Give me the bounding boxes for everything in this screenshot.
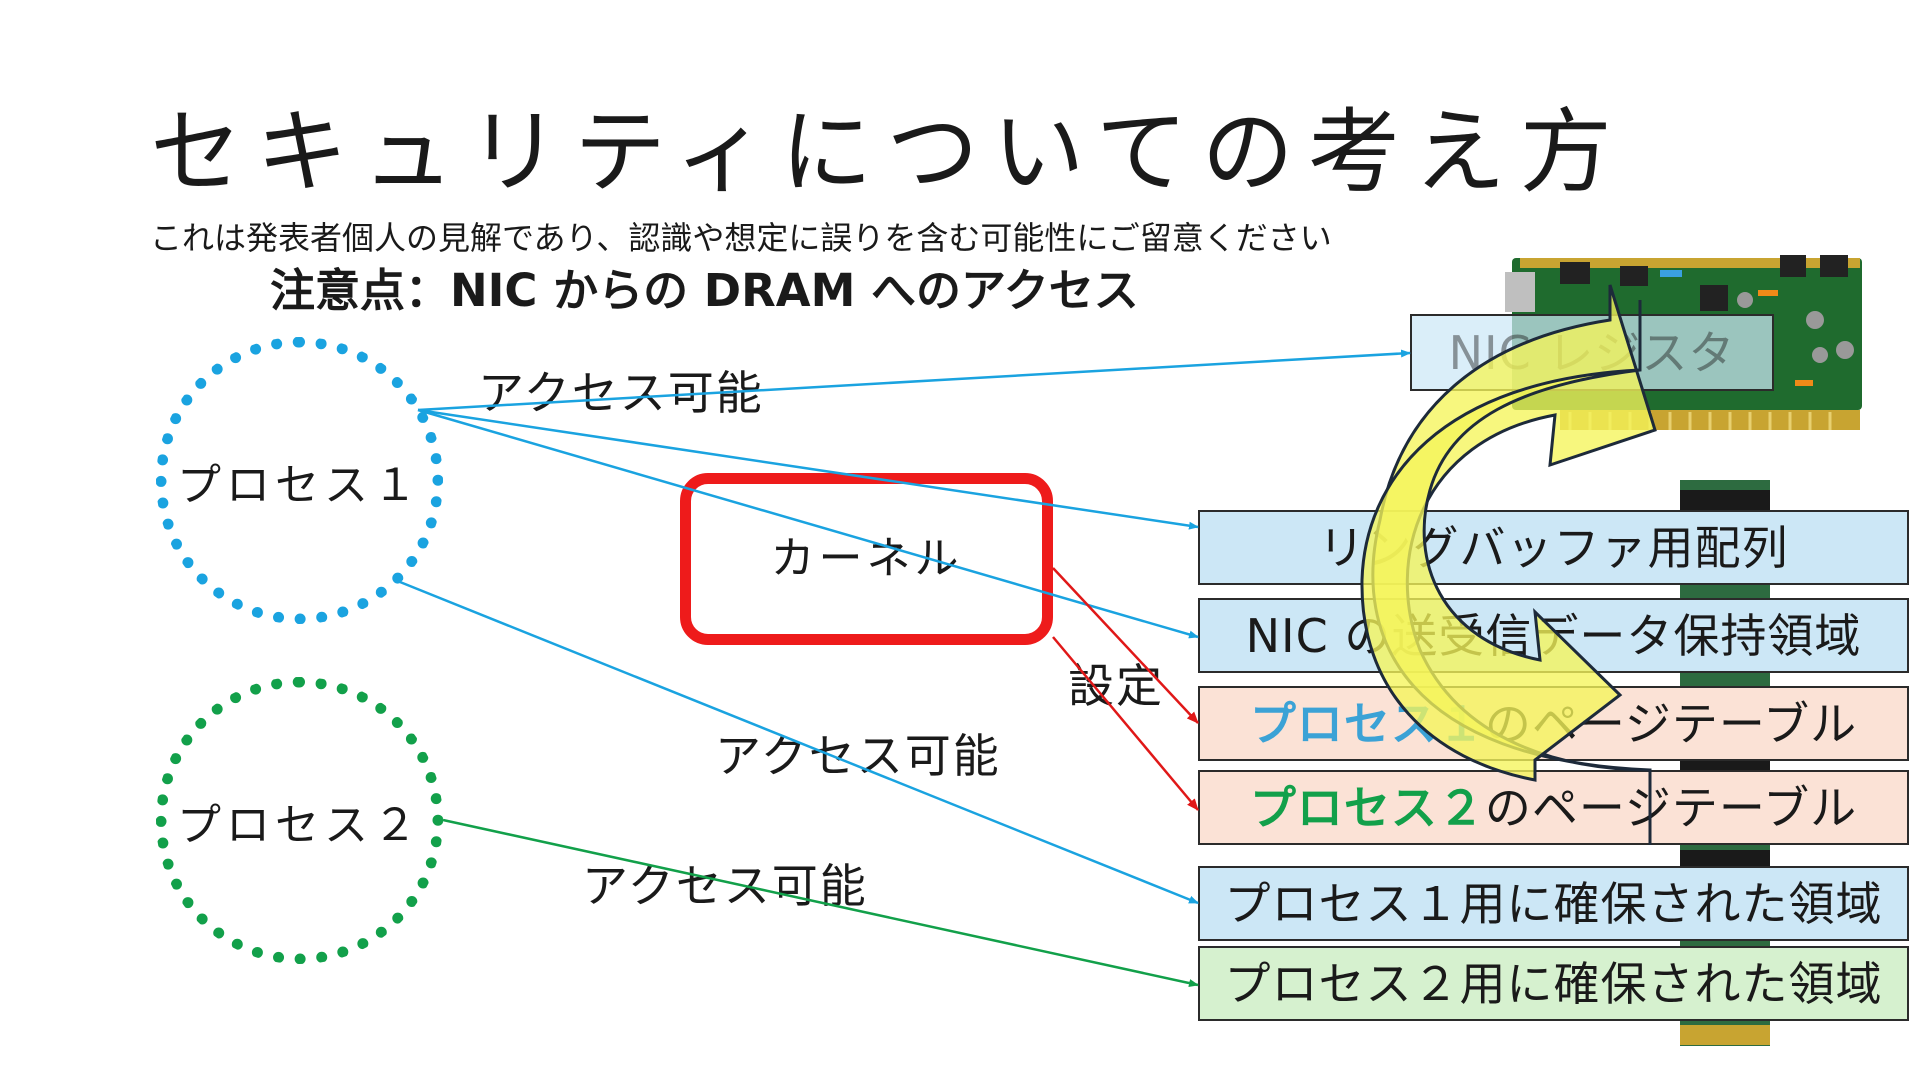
edge-p1-to-ring-buffer xyxy=(418,410,1198,527)
edge-p1-to-p1-area xyxy=(400,582,1198,903)
edge-p1-to-nic-register xyxy=(418,353,1410,410)
edge-kernel-to-p2-page-table xyxy=(1053,637,1198,810)
edge-p2-to-p2-area xyxy=(443,820,1198,985)
edge-kernel-to-p1-page-table xyxy=(1053,568,1198,723)
edge-p1-to-nic-data xyxy=(418,410,1198,637)
